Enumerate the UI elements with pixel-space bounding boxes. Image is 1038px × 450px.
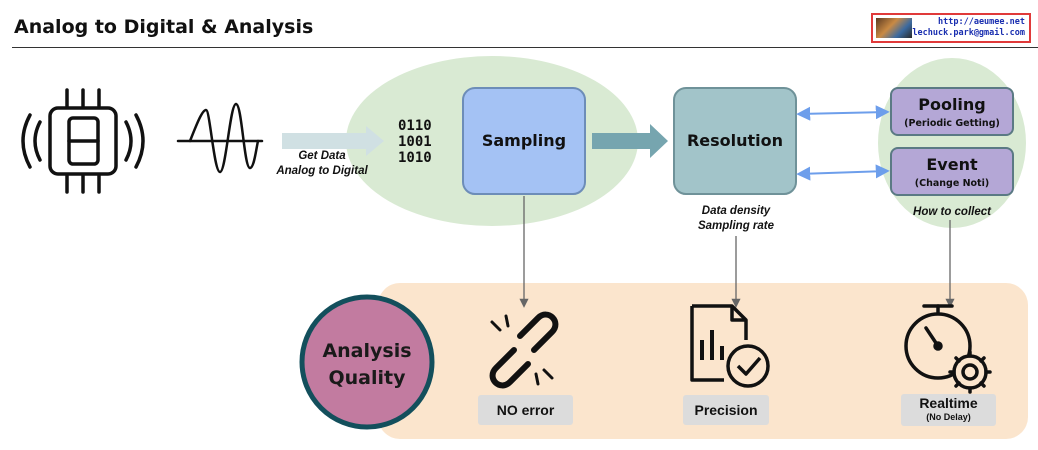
precision-report-icon xyxy=(690,304,770,388)
event-label: Event xyxy=(926,155,978,174)
broken-chain-icon xyxy=(489,311,559,389)
precision-chip: Precision xyxy=(683,395,769,425)
convert-arrow xyxy=(282,126,384,156)
pooling-link-arrow xyxy=(796,105,890,121)
no-error-chip: NO error xyxy=(478,395,573,425)
page-title: Analog to Digital & Analysis xyxy=(14,16,314,38)
resolution-box[interactable] xyxy=(673,87,797,195)
avatar xyxy=(876,18,912,38)
collect-note: How to collect xyxy=(913,206,991,218)
resolution-note: Data density Sampling rate xyxy=(697,205,775,232)
credit-url[interactable]: http://aeumee.net xyxy=(938,17,1025,27)
analog-wave-icon xyxy=(176,102,264,174)
event-link-arrow xyxy=(796,164,890,181)
analysis-quality-circle xyxy=(299,294,435,430)
sampling-to-resolution-arrow xyxy=(592,124,668,158)
pooling-box[interactable] xyxy=(890,87,1014,136)
binary-code: 0110 1001 1010 xyxy=(398,118,432,166)
resolution-label: Resolution xyxy=(686,131,784,150)
event-box[interactable] xyxy=(890,147,1014,196)
collection-blob xyxy=(878,58,1026,228)
sampling-label: Sampling xyxy=(481,131,567,150)
realtime-chip: Realtime (No Delay) xyxy=(901,394,996,426)
sensor-chip-icon xyxy=(21,88,145,194)
analysis-quality-title: Analysis Quality xyxy=(322,340,412,389)
pooling-label: Pooling xyxy=(918,95,986,114)
sampling-box[interactable] xyxy=(462,87,586,195)
event-sublabel: (Change Noti) xyxy=(914,178,990,189)
convert-label: Get Data Analog to Digital xyxy=(276,150,368,177)
stopwatch-gear-icon xyxy=(904,304,992,394)
credit-badge: http://aeumee.net lechuck.park@gmail.com xyxy=(871,13,1031,43)
title-divider xyxy=(12,47,1038,48)
pooling-sublabel: (Periodic Getting) xyxy=(904,118,1000,129)
credit-email[interactable]: lechuck.park@gmail.com xyxy=(912,28,1025,38)
